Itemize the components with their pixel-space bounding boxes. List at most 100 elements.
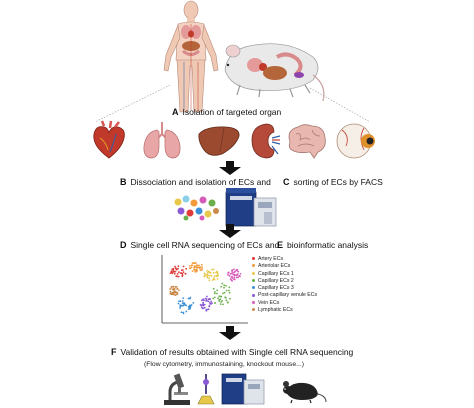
cluster-point xyxy=(169,272,172,274)
cluster-point xyxy=(203,306,206,309)
cluster-point xyxy=(193,262,196,264)
legend-dot xyxy=(252,257,255,261)
cluster-point xyxy=(220,301,222,303)
cluster-point xyxy=(210,274,213,277)
step-d-text: Single cell RNA sequencing of ECs and xyxy=(130,240,280,250)
cluster-point xyxy=(231,277,234,279)
cluster-point xyxy=(177,265,180,268)
flow-arrow-2 xyxy=(219,224,241,238)
cluster-point xyxy=(208,279,211,282)
cluster-point xyxy=(209,298,211,301)
cluster-point xyxy=(229,278,232,281)
cluster-point xyxy=(195,270,198,273)
brain-icon xyxy=(288,124,326,159)
cluster-point xyxy=(203,275,206,278)
cluster-point xyxy=(217,297,219,300)
cluster-point xyxy=(221,300,223,302)
cluster-point xyxy=(206,300,208,302)
cluster-point xyxy=(221,282,224,285)
legend-item: Arteriolar ECs xyxy=(252,263,317,270)
cluster-point xyxy=(235,276,238,279)
cluster-point xyxy=(179,305,182,308)
cluster-point xyxy=(209,271,212,274)
cluster-point xyxy=(169,288,171,290)
step-e-text: bioinformatic analysis xyxy=(287,240,369,250)
step-f-letter: F xyxy=(111,347,117,357)
cluster-point xyxy=(195,266,197,268)
legend-item: Capillary ECs 1 xyxy=(252,271,317,278)
cluster-point xyxy=(220,285,223,288)
cluster-point xyxy=(191,264,193,267)
cluster-point xyxy=(239,275,241,278)
cluster-point xyxy=(195,264,198,267)
step-d-letter: D xyxy=(120,240,127,250)
step-e-letter: E xyxy=(277,240,284,250)
cluster-point xyxy=(216,292,218,295)
cluster-point xyxy=(213,296,216,299)
step-c-text: sorting of ECs by FACS xyxy=(293,177,383,187)
cluster-point xyxy=(208,305,211,307)
cluster-point xyxy=(187,297,190,300)
cluster-point xyxy=(202,298,205,301)
cluster-point xyxy=(169,292,172,295)
cluster-point xyxy=(227,273,229,276)
cluster-point xyxy=(218,300,220,302)
cluster-point xyxy=(233,271,236,274)
legend-label: Capillary ECs 1 xyxy=(258,270,294,277)
cluster-point xyxy=(181,300,184,302)
kidney-icon xyxy=(251,123,281,159)
cluster-point xyxy=(182,302,185,304)
legend-label: Capillary ECs 3 xyxy=(258,285,294,292)
dissociated-cells-icon xyxy=(174,195,219,221)
cluster-point xyxy=(214,302,216,304)
cluster-point xyxy=(236,269,238,272)
cluster-point xyxy=(182,265,185,268)
cluster-point xyxy=(201,266,203,269)
step-a-text: Isolation of targeted organ xyxy=(182,107,282,117)
cluster-point xyxy=(172,267,175,270)
cluster-point xyxy=(198,267,201,270)
cluster-point xyxy=(173,272,176,275)
cluster-point xyxy=(172,270,175,273)
cluster-point xyxy=(182,269,184,271)
cluster-point xyxy=(179,272,182,274)
cluster-point xyxy=(222,292,224,295)
cluster-point xyxy=(219,298,222,301)
cluster-point xyxy=(174,265,176,268)
cluster-point xyxy=(218,295,221,298)
cluster-point xyxy=(171,271,174,274)
cluster-point xyxy=(200,305,203,307)
cluster-point xyxy=(212,287,215,290)
cluster-point xyxy=(188,265,191,267)
cluster-point xyxy=(231,269,233,272)
cluster-point xyxy=(174,270,177,273)
legend-label: Post-capillary venule ECs xyxy=(258,292,318,299)
cluster-point xyxy=(224,296,227,299)
facs-machine-icon xyxy=(225,188,277,227)
cluster-point xyxy=(187,305,190,308)
cluster-point xyxy=(204,297,207,300)
cluster-point xyxy=(176,275,178,278)
cluster-point xyxy=(179,307,181,309)
heart-icon xyxy=(93,120,125,159)
cluster-point xyxy=(212,271,215,274)
liver-icon xyxy=(198,126,240,156)
legend-dot xyxy=(252,264,255,268)
cluster-point xyxy=(215,271,218,274)
cluster-point xyxy=(178,271,180,274)
cluster-point xyxy=(212,268,215,271)
flow-arrow-3 xyxy=(219,326,241,340)
cluster-point xyxy=(181,272,184,275)
cluster-point xyxy=(223,291,226,294)
legend-dot xyxy=(252,293,255,297)
legend-label: Vein ECs xyxy=(258,299,280,306)
cluster-point xyxy=(237,276,239,279)
legend-item: Capillary ECs 2 xyxy=(252,278,317,285)
cluster-point xyxy=(174,267,177,270)
cluster-point xyxy=(179,300,182,303)
cluster-point xyxy=(223,284,225,287)
cluster-point xyxy=(233,278,235,280)
